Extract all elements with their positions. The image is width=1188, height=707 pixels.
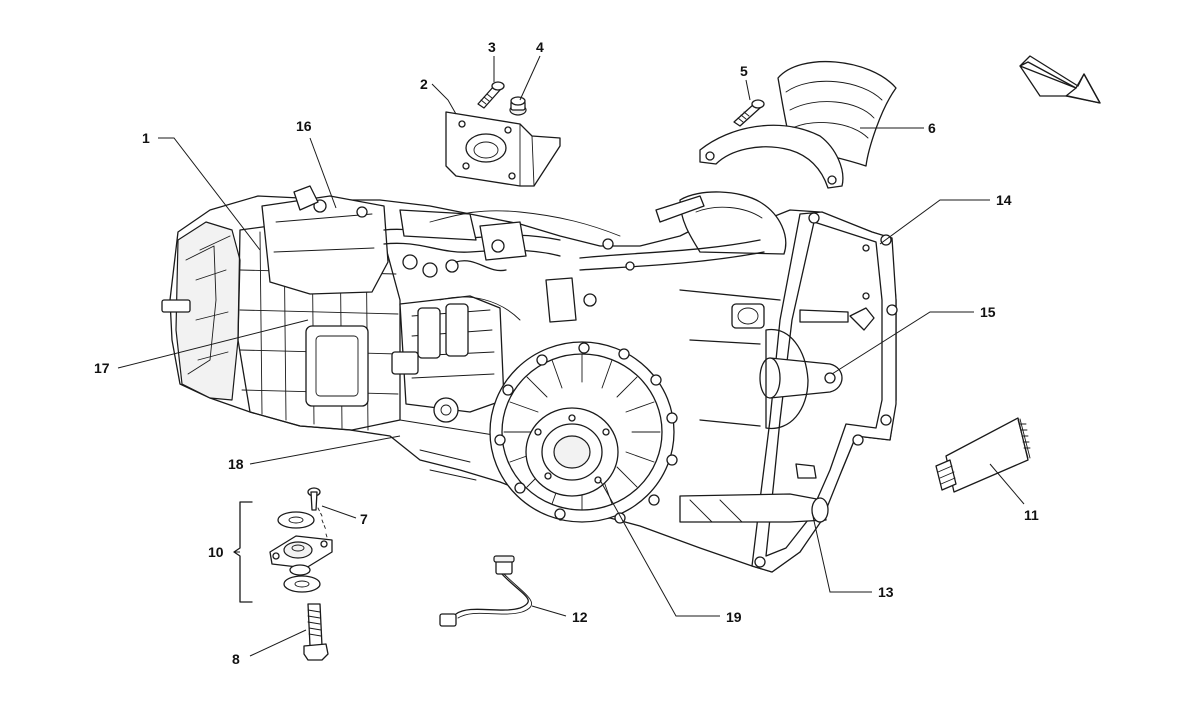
leader-lines — [117, 55, 1025, 657]
callout-12: 12 — [572, 609, 588, 625]
callout-13: 13 — [878, 584, 894, 600]
callout-2: 2 — [420, 76, 428, 92]
callout-8: 8 — [232, 651, 240, 667]
part-5-bolt — [733, 99, 765, 127]
part-8-bolt — [303, 603, 329, 661]
callout-15: 15 — [980, 304, 996, 320]
callout-6: 6 — [928, 120, 936, 136]
gearbox-assembly — [161, 185, 898, 573]
callout-7: 7 — [360, 511, 368, 527]
callout-11: 11 — [1024, 507, 1039, 523]
part-2-bracket — [445, 111, 561, 187]
part-7-screw — [307, 487, 329, 541]
part-3-bolt — [477, 81, 505, 109]
callout-16: 16 — [296, 118, 312, 134]
part-10-mount-kit — [233, 501, 333, 603]
callout-5: 5 — [740, 63, 748, 79]
callout-19: 19 — [726, 609, 742, 625]
callout-18: 18 — [228, 456, 244, 472]
callout-1: 1 — [142, 130, 150, 146]
part-11-grease-tube — [935, 417, 1031, 493]
part-4-nut — [509, 96, 527, 116]
callout-17: 17 — [94, 360, 110, 376]
part-12-sensor — [439, 555, 532, 627]
direction-arrow-icon — [1019, 55, 1101, 104]
callout-4: 4 — [536, 39, 544, 55]
callout-10: 10 — [208, 544, 224, 560]
part-6-boot — [699, 61, 897, 189]
callout-labels: 1 2 3 4 5 6 7 8 10 11 12 13 14 15 16 17 … — [94, 39, 1039, 667]
callout-14: 14 — [996, 192, 1012, 208]
callout-3: 3 — [488, 39, 496, 55]
